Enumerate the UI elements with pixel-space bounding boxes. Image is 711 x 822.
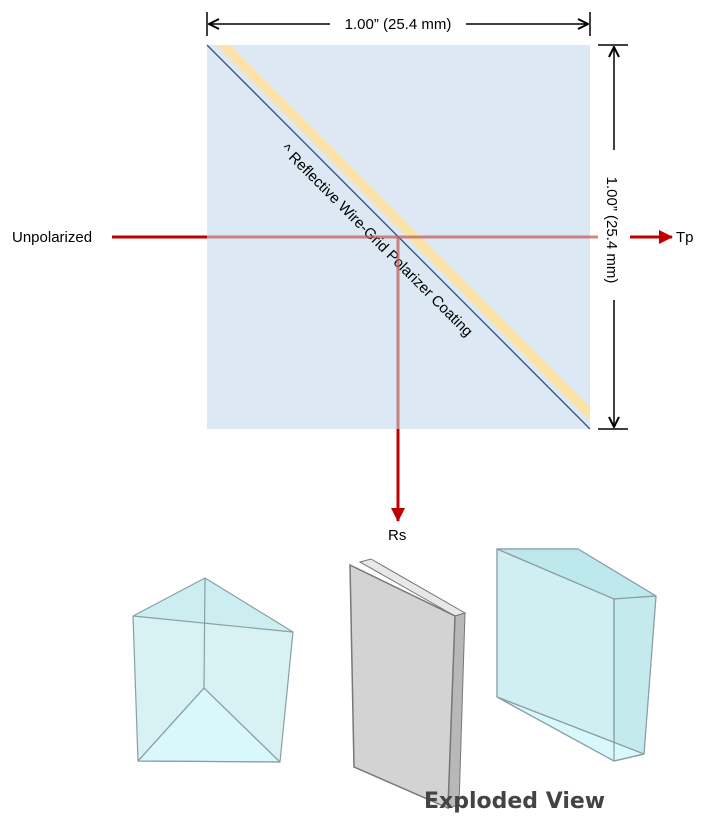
polarizer-plate	[349, 558, 467, 810]
input-beam-label: Unpolarized	[12, 229, 92, 246]
reflected-beam-label: Rs	[388, 527, 406, 544]
left-prism	[132, 577, 294, 763]
height-dimension-label: 1.00” (25.4 mm)	[603, 177, 620, 284]
exploded-view-label: Exploded View	[424, 789, 605, 814]
right-prism	[496, 548, 657, 762]
width-dimension-label: 1.00” (25.4 mm)	[345, 16, 452, 33]
transmitted-beam-label: Tp	[676, 229, 694, 246]
coating-strip	[216, 45, 590, 421]
